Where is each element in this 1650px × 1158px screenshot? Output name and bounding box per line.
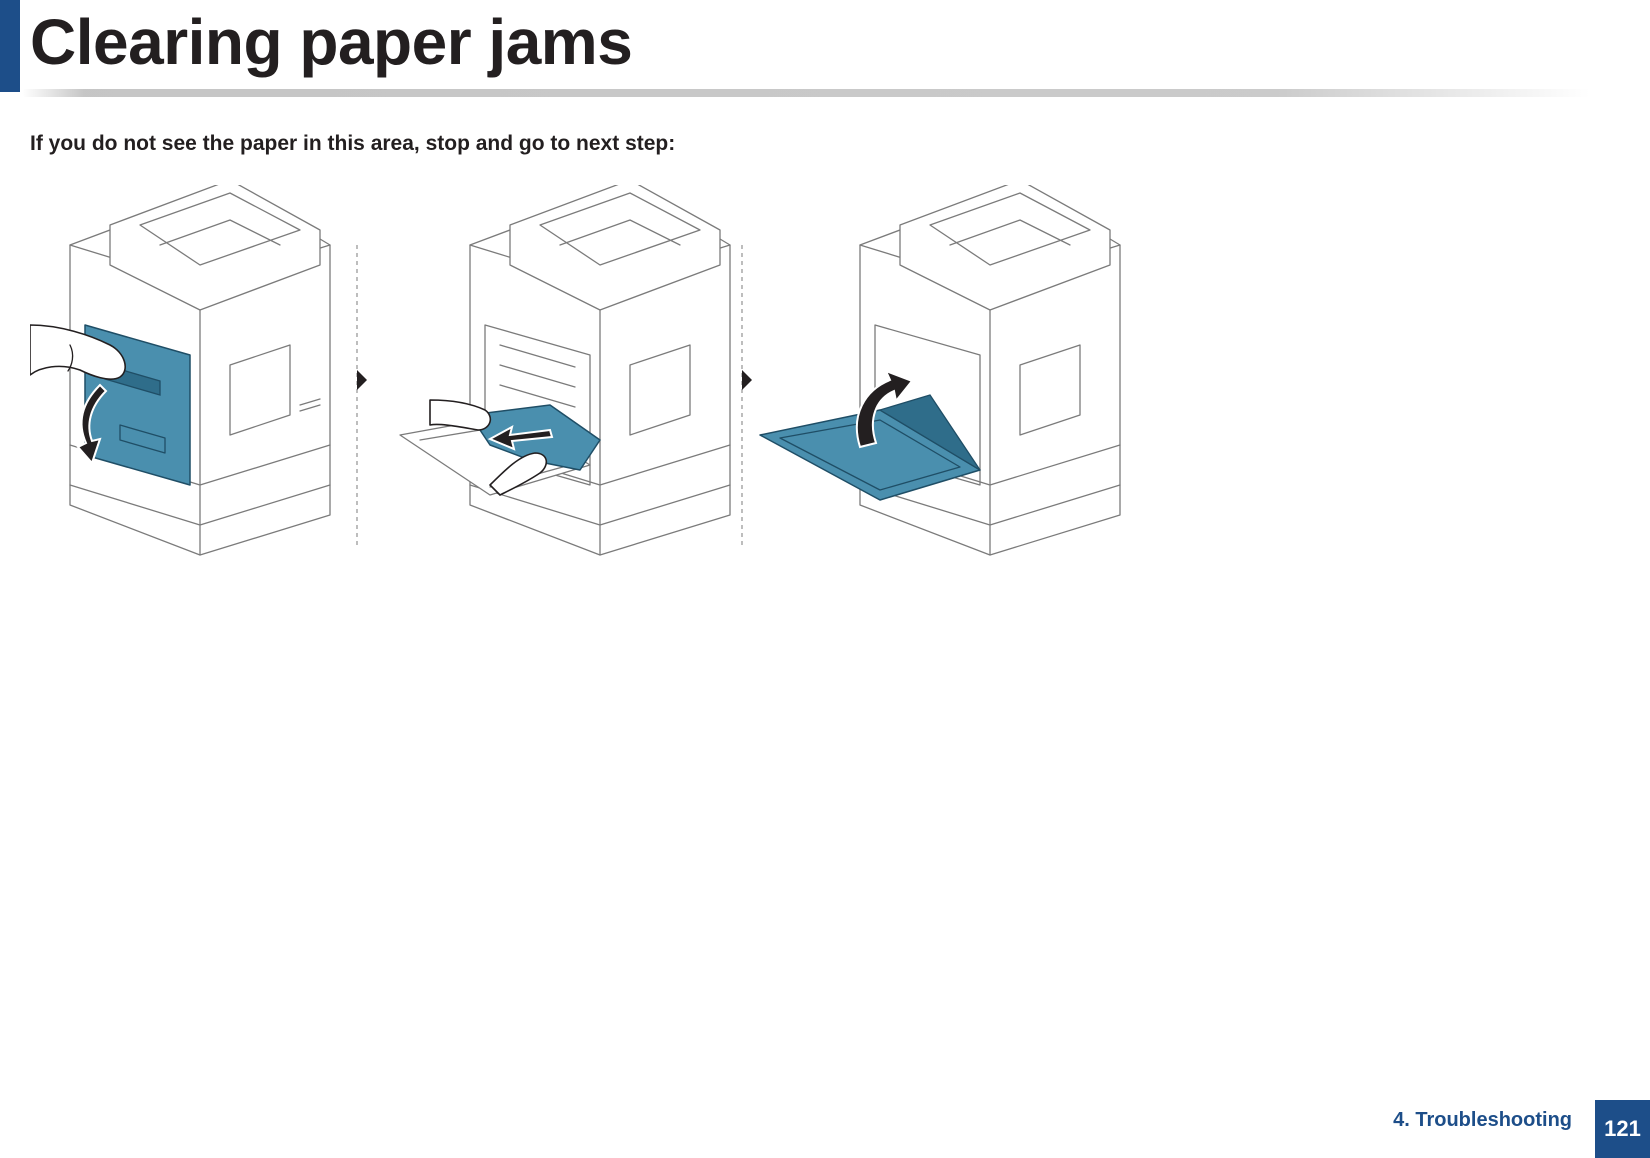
step-arrow-icon (357, 370, 367, 390)
open-rear-cover-icon (30, 185, 331, 556)
page-number: 121 (1595, 1100, 1650, 1158)
close-rear-cover-icon (759, 185, 1121, 556)
title-divider (22, 89, 1590, 97)
title-accent-bar (0, 0, 20, 92)
instruction-text: If you do not see the paper in this area… (30, 132, 676, 155)
page-title: Clearing paper jams (30, 6, 633, 78)
step-arrow-icon (742, 370, 752, 390)
paper-jam-illustration (30, 185, 1121, 556)
pull-jammed-paper-icon (399, 185, 731, 556)
footer-section-label: 4. Troubleshooting (1393, 1109, 1572, 1131)
